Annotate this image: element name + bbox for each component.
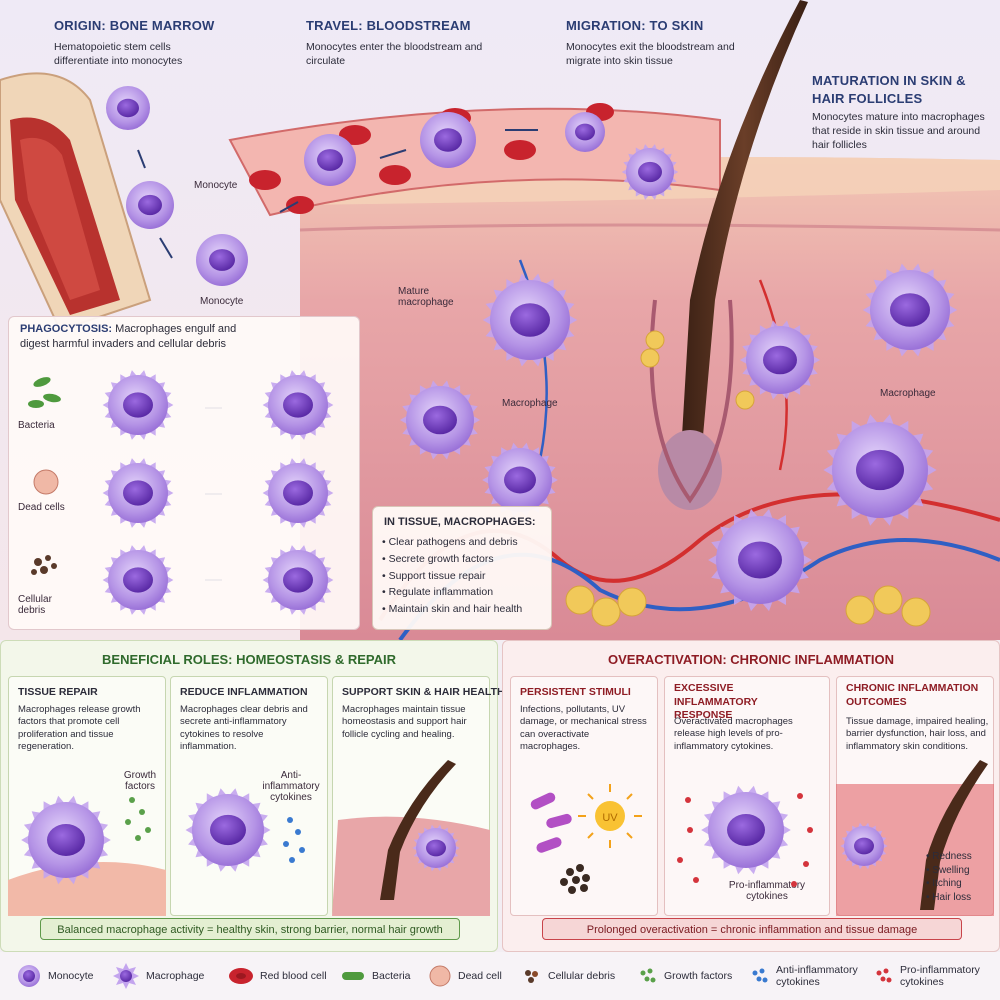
legend-item-rbc: Red blood cell [228,962,327,990]
macrophage [862,263,958,357]
growth-factors-icon [640,968,656,983]
monocyte-icon [18,965,40,987]
legend [0,952,1000,1000]
tissue-item: Maintain skin and hair health [382,601,523,618]
macrophage-icon [113,963,139,989]
beneficial-illustrations [8,760,490,916]
phagocytosis-row-dead-cells: Dead cells [18,502,65,513]
legend-item-anti-inflammatory: Anti-inflammatory cytokines [748,962,862,990]
beneficial-col-title: TISSUE REPAIR [18,686,98,698]
macrophage [840,822,888,870]
label-anti-inflammatory: Anti-inflammatory cytokines [262,770,320,803]
phagocytosis-row-debris: Cellular debris [18,594,52,616]
tissue-item: Support tissue repair [382,568,522,585]
stage-title-migration: MIGRATION: TO SKIN [566,18,704,33]
beneficial-col-title: SUPPORT SKIN & HAIR HEALTH [342,686,505,698]
macrophage [482,273,578,367]
label-pro-inflammatory: Pro-inflammatory cytokines [728,880,806,902]
macrophage [482,442,558,518]
macrophage [412,824,460,872]
overactivation-col-title: EXCESSIVE INFLAMMATORY RESPONSE [674,682,758,722]
overactivation-heading: OVERACTIVATION: CHRONIC INFLAMMATION [608,652,894,667]
legend-item-monocyte: Monocyte [16,962,94,990]
cellular-debris-icon [525,970,538,983]
outcome-item: • Hair loss [926,891,972,903]
bacteria-icon [342,972,364,980]
pro-inflammatory-icon [876,968,892,983]
macrophage [102,370,174,440]
beneficial-summary-bar: Balanced macrophage activity = healthy s… [40,918,460,940]
macrophage [399,380,481,460]
overactivation-illustrations: UV [530,760,994,916]
macrophage [739,320,821,400]
stage-desc-origin: Hematopoietic stem cells differentiate i… [54,41,183,68]
stage-desc-travel: Monocytes enter the bloodstream and circ… [306,41,483,68]
macrophage [262,458,334,528]
label-macrophage-mid: Macrophage [502,398,558,409]
monocyte [126,181,174,229]
tissue-functions-title: IN TISSUE, MACROPHAGES: [384,516,536,528]
stage-desc-migration: Monocytes exit the bloodstream and migra… [566,41,735,68]
overactivation-col-desc: Infections, pollutants, UV damage, or me… [520,704,647,753]
monocyte [196,234,248,286]
red-blood-cell-icon [229,968,253,984]
macrophage [21,795,111,885]
macrophage [262,370,334,440]
legend-item-pro-inflammatory: Pro-inflammatory cytokines [872,962,990,990]
tissue-item: Regulate inflammation [382,584,522,601]
outcome-item: • Swelling [926,864,970,876]
label-growth-factors: Growth factors [123,770,157,792]
monocyte [106,86,150,130]
legend-item-dead-cell: Dead cell [428,962,502,990]
overactivation-col-title: PERSISTENT STIMULI [520,686,631,698]
macrophage [823,414,937,526]
macrophage [185,788,271,872]
monocyte [304,134,356,186]
outcome-item: • Itching [926,878,962,889]
monocyte [565,112,605,152]
macrophage [708,508,812,612]
phagocytosis-diagram [28,370,334,615]
stage-title-origin: ORIGIN: BONE MARROW [54,18,215,33]
phagocytosis-title: PHAGOCYTOSIS: Macrophages engulf and dig… [20,323,237,350]
label-monocyte-upper: Monocyte [194,180,238,191]
stage-title-travel: TRAVEL: BLOODSTREAM [306,18,471,33]
legend-item-growth-factors: Growth factors [636,962,732,990]
uv-label: UV [602,812,618,824]
tissue-item: Secrete growth factors [382,551,522,568]
beneficial-col-desc: Macrophages maintain tissue homeostasis … [342,704,467,740]
overactivation-col-desc: Tissue damage, impaired healing, barrier… [846,716,989,752]
stage-desc-maturation: Monocytes mature into macrophages that r… [812,111,985,152]
macrophage [701,785,791,875]
phagocytosis-row-bacteria: Bacteria [18,420,55,431]
macrophage [102,458,174,528]
legend-item-macrophage: Macrophage [112,962,204,990]
beneficial-col-title: REDUCE INFLAMMATION [180,686,308,698]
anti-inflammatory-icon [752,968,768,983]
label-macrophage-right: Macrophage [880,388,936,399]
outcome-list: • Redness • Swelling • Itching • Hair lo… [926,850,972,904]
overactivation-col-title: CHRONIC INFLAMMATION OUTCOMES [846,682,979,708]
label-mature-macrophage: Mature macrophage [398,286,454,308]
beneficial-col-desc: Macrophages release growth factors that … [18,704,141,753]
journey-illustration [0,0,1000,640]
dead-cell-icon [429,965,451,987]
monocyte [420,112,476,168]
beneficial-col-desc: Macrophages clear debris and secrete ant… [180,704,308,753]
overactivation-summary-bar: Prolonged overactivation = chronic infla… [542,918,962,940]
legend-item-debris: Cellular debris [520,962,615,990]
macrophage [102,545,174,615]
stage-title-maturation: MATURATION IN SKIN & HAIR FOLLICLES [812,73,966,107]
overactivation-col-desc: Overactivated macrophages release high l… [674,716,793,752]
label-monocyte-lower: Monocyte [200,296,244,307]
beneficial-heading: BENEFICIAL ROLES: HOMEOSTASIS & REPAIR [102,652,396,667]
legend-item-bacteria: Bacteria [340,962,411,990]
outcome-item: • Redness [926,851,972,862]
tissue-functions-list: Clear pathogens and debris Secrete growt… [382,534,523,618]
macrophage [621,144,679,200]
tissue-item: Clear pathogens and debris [382,534,522,551]
macrophage [262,545,334,615]
